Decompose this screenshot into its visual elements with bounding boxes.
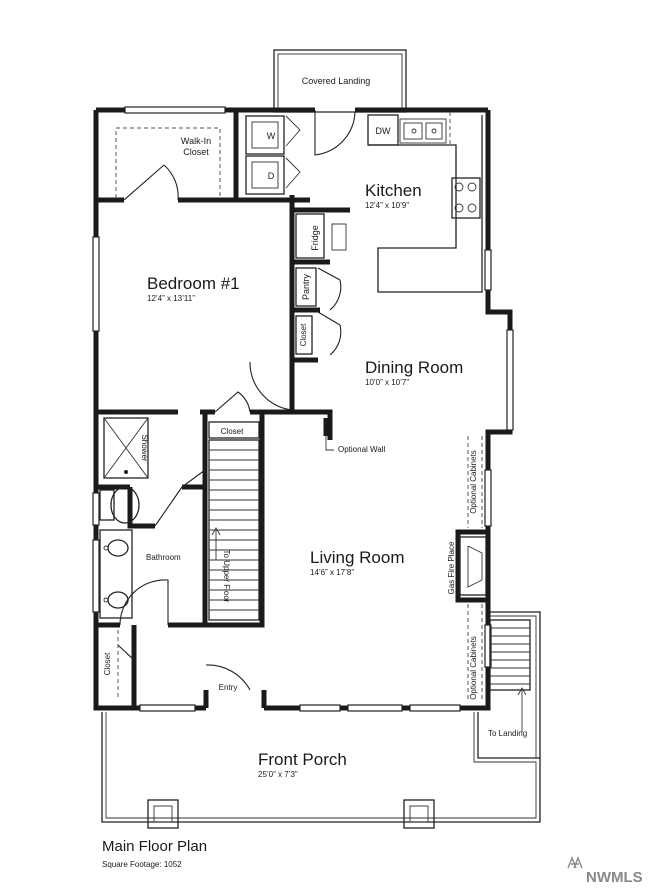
- brand-text: NWMLS: [586, 869, 643, 886]
- bedroom-name: Bedroom #1: [147, 274, 240, 293]
- kitchen-counters: [367, 112, 483, 293]
- washer-label: W: [267, 131, 276, 141]
- porch-stairs: [489, 619, 531, 732]
- porch-dims: 25’0” x 7’3”: [258, 770, 298, 779]
- dryer: [245, 155, 285, 195]
- porch-column-right: [403, 799, 435, 829]
- fireplace: [459, 536, 487, 596]
- small-closet: [295, 315, 313, 355]
- optional-cabinets-lower-label: Optional Cabinets: [469, 636, 478, 700]
- range: [451, 177, 481, 219]
- staircase: [208, 421, 260, 621]
- plan-title: Main Floor Plan: [102, 838, 207, 855]
- dining-dims: 10’0” x 10’7”: [365, 378, 409, 387]
- shower: [103, 411, 176, 479]
- washer: [245, 115, 285, 155]
- entry-closet-label: Closet: [103, 652, 112, 675]
- walk-in-closet-shelves: [115, 127, 221, 198]
- optional-wall: [323, 418, 334, 451]
- to-upper-floor-label: To Upper Floor: [222, 550, 231, 603]
- laundry: [245, 115, 301, 195]
- pantry: [295, 267, 317, 307]
- labels: Covered Landing Walk-In Closet W D DW Ki…: [102, 76, 527, 869]
- sink: [399, 118, 447, 144]
- small-closet-label: Closet: [299, 323, 308, 346]
- interior-walls: [96, 110, 488, 708]
- optional-cabinets-upper-label: Optional Cabinets: [469, 450, 478, 514]
- porch-column-left: [147, 799, 179, 829]
- fridge: [295, 213, 325, 259]
- fridge-pantry: [295, 213, 347, 355]
- walk-in-label: Walk-In: [181, 136, 211, 146]
- bedroom-dims: 12’4” x 13’11”: [147, 294, 195, 303]
- optional-wall-label: Optional Wall: [338, 445, 386, 454]
- walk-in-closet-label: Closet: [183, 147, 209, 157]
- covered-landing-label: Covered Landing: [302, 76, 371, 86]
- kitchen-dims: 12’4” x 10’9”: [365, 201, 409, 210]
- dishwasher-label: DW: [376, 126, 391, 136]
- bathroom-fixtures: [99, 486, 140, 619]
- fridge-label: Fridge: [310, 225, 320, 251]
- to-landing-label: To Landing: [488, 729, 527, 738]
- front-porch: [101, 611, 541, 829]
- windows: [92, 106, 514, 712]
- living-dims: 14’6” x 17’8”: [310, 568, 354, 577]
- dryer-label: D: [268, 171, 275, 181]
- nwmls-logo-icon: NWMLS: [567, 856, 643, 886]
- bathroom-label: Bathroom: [146, 553, 181, 562]
- gas-fire-place-label: Gas Fire Place: [447, 541, 456, 594]
- entry-label: Entry: [219, 683, 238, 692]
- porch-name: Front Porch: [258, 750, 347, 769]
- doors: [117, 110, 356, 691]
- dining-name: Dining Room: [365, 358, 463, 377]
- stair-closet-label: Closet: [221, 427, 244, 436]
- living-name: Living Room: [310, 548, 405, 567]
- optional-cabinets: [467, 436, 483, 700]
- kitchen-name: Kitchen: [365, 181, 422, 200]
- shower-label: Shower: [140, 434, 149, 461]
- pantry-label: Pantry: [301, 273, 311, 300]
- square-footage: Square Footage: 1052: [102, 860, 182, 869]
- covered-landing: [273, 49, 407, 113]
